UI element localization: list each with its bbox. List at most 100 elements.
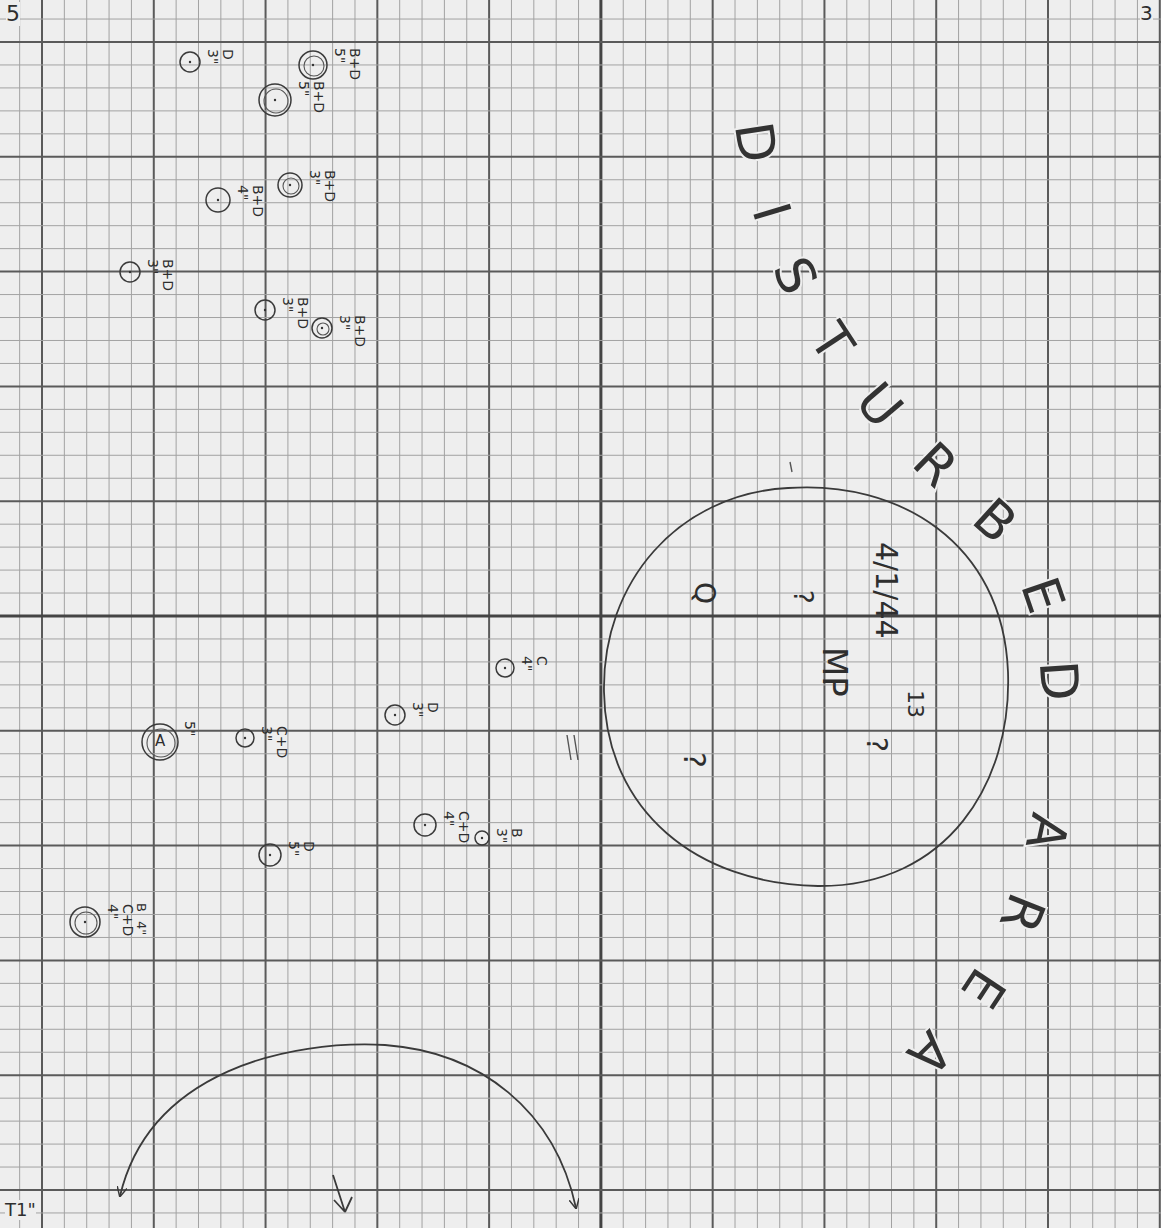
posthole-dot bbox=[424, 824, 426, 826]
major-grid-line bbox=[0, 1074, 1161, 1076]
sheet-note: 4" bbox=[134, 921, 148, 935]
minor-grid-line bbox=[0, 661, 1161, 662]
posthole-note: 3" bbox=[279, 297, 294, 329]
posthole-note: 3" bbox=[336, 315, 351, 347]
posthole-label: C+D4" bbox=[104, 904, 135, 936]
posthole-inner-ring bbox=[317, 323, 329, 335]
posthole-inner-ring bbox=[75, 912, 97, 934]
minor-grid-line bbox=[399, 0, 400, 1228]
major-grid-line bbox=[0, 1189, 1161, 1191]
area-note: 4/1/44 bbox=[870, 542, 903, 639]
minor-grid-line bbox=[980, 0, 981, 1228]
posthole-circle: B+D3" bbox=[117, 259, 175, 291]
posthole-outline bbox=[414, 814, 436, 836]
posthole-note: 3" bbox=[144, 259, 159, 291]
minor-grid-line bbox=[422, 0, 423, 1228]
posthole-note: 3" bbox=[493, 828, 508, 843]
posthole-note: 4" bbox=[518, 656, 533, 671]
posthole-circle: D3" bbox=[177, 49, 235, 75]
minor-grid-line bbox=[109, 0, 110, 1228]
posthole-label: C+D4" bbox=[440, 811, 471, 843]
posthole-circle: B+D5" bbox=[296, 48, 362, 82]
minor-grid-line bbox=[0, 248, 1161, 249]
posthole-dot bbox=[274, 99, 276, 101]
posthole-label: C+D3" bbox=[258, 726, 289, 758]
minor-grid-line bbox=[176, 0, 177, 1228]
posthole-outline bbox=[278, 173, 302, 197]
minor-grid-line bbox=[444, 0, 445, 1228]
posthole-note: D bbox=[220, 49, 235, 64]
area-note: MP bbox=[816, 647, 853, 697]
posthole-outline bbox=[180, 52, 200, 72]
posthole-dot bbox=[129, 271, 131, 273]
minor-grid-line bbox=[0, 432, 1161, 433]
posthole-label: D3" bbox=[204, 49, 235, 64]
posthole-label: B+D3" bbox=[144, 259, 175, 291]
minor-grid-line bbox=[556, 0, 557, 1228]
posthole-note: 4" bbox=[440, 811, 455, 843]
posthole-note: D bbox=[301, 841, 316, 856]
posthole-dot bbox=[217, 199, 219, 201]
posthole-note: B+D bbox=[322, 170, 337, 202]
posthole-label: C4" bbox=[518, 656, 549, 671]
minor-grid-line bbox=[0, 455, 1161, 456]
major-grid-line bbox=[1159, 0, 1161, 1228]
area-label: DISTURBED AREA bbox=[723, 118, 1090, 1087]
circle-svg bbox=[252, 297, 278, 323]
curved-double-arrow bbox=[120, 1044, 576, 1208]
minor-grid-line bbox=[198, 0, 199, 1228]
major-grid-line bbox=[0, 41, 1161, 43]
posthole-outline bbox=[259, 84, 291, 116]
minor-grid-line bbox=[0, 707, 1161, 708]
minor-grid-line bbox=[0, 294, 1161, 295]
posthole-note: B+D bbox=[352, 315, 367, 347]
posthole-note: C+D bbox=[274, 726, 289, 758]
posthole-note: 3" bbox=[258, 726, 273, 758]
minor-grid-line bbox=[220, 0, 221, 1228]
major-grid-line bbox=[41, 0, 43, 1228]
posthole-circle: B+D3" bbox=[309, 315, 367, 347]
sheet-note: T1" bbox=[5, 1200, 36, 1220]
minor-grid-line bbox=[0, 87, 1161, 88]
posthole-note: D bbox=[425, 702, 440, 717]
major-grid-line bbox=[0, 385, 1161, 387]
posthole-circle: B+D3" bbox=[275, 170, 337, 202]
posthole-outline bbox=[312, 318, 332, 338]
minor-grid-line bbox=[802, 0, 803, 1228]
minor-grid-line bbox=[0, 478, 1161, 479]
area-outline-svg bbox=[598, 482, 1012, 892]
minor-grid-line bbox=[1137, 0, 1138, 1228]
minor-grid-line bbox=[86, 0, 87, 1228]
sheet-note: B bbox=[134, 903, 148, 912]
posthole-note: 5" bbox=[295, 81, 310, 113]
minor-grid-line bbox=[466, 0, 467, 1228]
minor-grid-line bbox=[0, 1029, 1161, 1030]
posthole-note: B bbox=[509, 828, 524, 843]
minor-grid-line bbox=[533, 0, 534, 1228]
minor-grid-line bbox=[0, 593, 1161, 594]
posthole-outline bbox=[255, 300, 275, 320]
minor-grid-line bbox=[1092, 0, 1093, 1228]
posthole-dot bbox=[244, 737, 246, 739]
posthole-circle: C4" bbox=[493, 656, 549, 680]
minor-grid-line bbox=[64, 0, 65, 1228]
posthole-circle: B+D5" bbox=[256, 81, 326, 119]
minor-grid-line bbox=[0, 570, 1161, 571]
circle-svg bbox=[177, 49, 203, 75]
posthole-outline bbox=[496, 659, 514, 677]
minor-grid-line bbox=[0, 19, 1161, 20]
minor-grid-line bbox=[0, 340, 1161, 341]
minor-grid-line bbox=[19, 0, 20, 1228]
posthole-dot bbox=[321, 327, 323, 329]
posthole-dot bbox=[264, 309, 266, 311]
circle-svg bbox=[67, 904, 103, 940]
major-grid-line bbox=[823, 0, 825, 1228]
major-grid-line bbox=[0, 500, 1161, 502]
posthole-outline bbox=[70, 907, 100, 937]
minor-grid-line bbox=[0, 133, 1161, 134]
area-note: ? bbox=[678, 752, 711, 768]
